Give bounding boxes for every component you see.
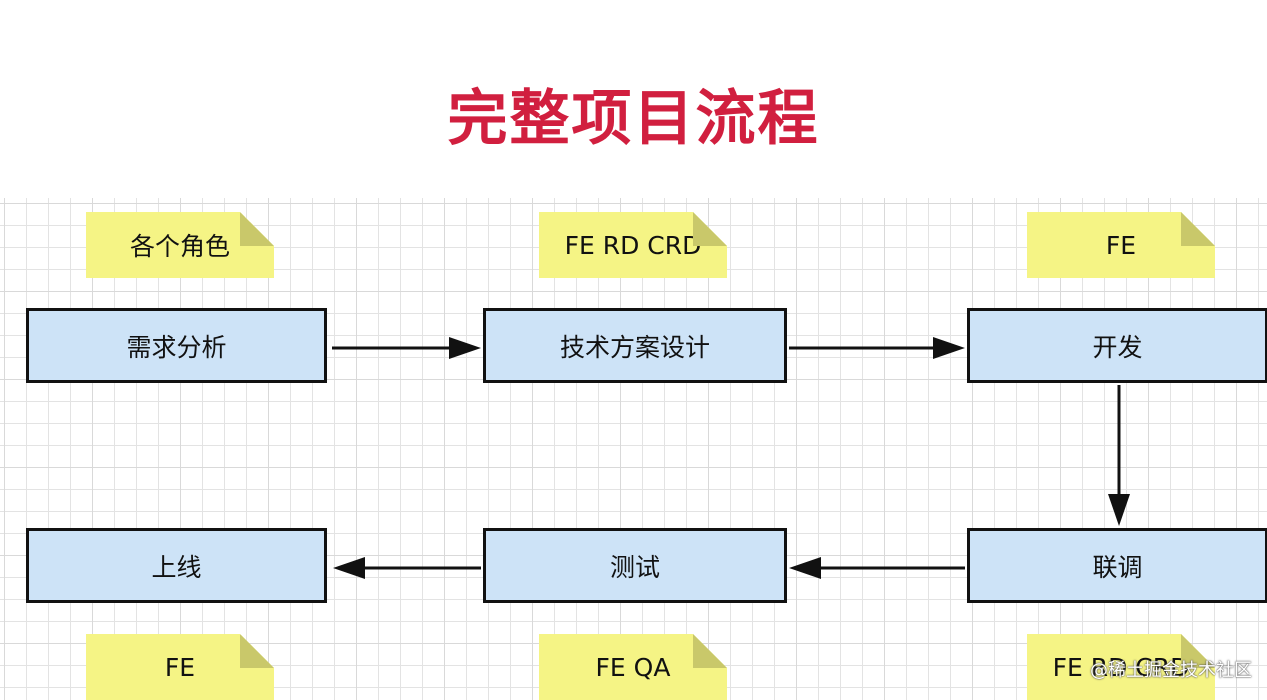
step-test-label: 测试 (609, 552, 660, 582)
step-develop-label: 开发 (1092, 332, 1143, 362)
note-integrate-roles: FE RD CRD (1027, 634, 1215, 700)
note-test-roles-label: FE QA (595, 652, 671, 682)
note-test-roles: FE QA (539, 634, 727, 700)
note-develop-roles: FE (1027, 212, 1215, 278)
step-requirement: 需求分析 (26, 308, 327, 383)
page-title: 完整项目流程 (447, 84, 820, 154)
step-develop: 开发 (967, 308, 1267, 383)
note-tech-design-roles-label: FE RD CRD (564, 230, 702, 260)
step-integrate: 联调 (967, 528, 1267, 603)
step-test: 测试 (483, 528, 787, 603)
note-integrate-roles-label: FE RD CRD (1052, 652, 1190, 682)
watermark: @稀土掘金技术社区 (1090, 660, 1252, 681)
step-tech-design: 技术方案设计 (483, 308, 787, 383)
note-tech-design-roles: FE RD CRD (539, 212, 727, 278)
step-tech-design-label: 技术方案设计 (559, 332, 710, 362)
note-release-roles-label: FE (164, 652, 196, 682)
step-release-label: 上线 (151, 552, 202, 582)
note-release-roles: FE (86, 634, 274, 700)
step-release: 上线 (26, 528, 327, 603)
step-integrate-label: 联调 (1092, 552, 1143, 582)
note-roles-label: 各个角色 (129, 232, 230, 261)
note-roles: 各个角色 (86, 212, 274, 278)
step-requirement-label: 需求分析 (126, 332, 227, 362)
grid-major-lines (0, 198, 1267, 700)
note-develop-roles-label: FE (1105, 230, 1137, 260)
